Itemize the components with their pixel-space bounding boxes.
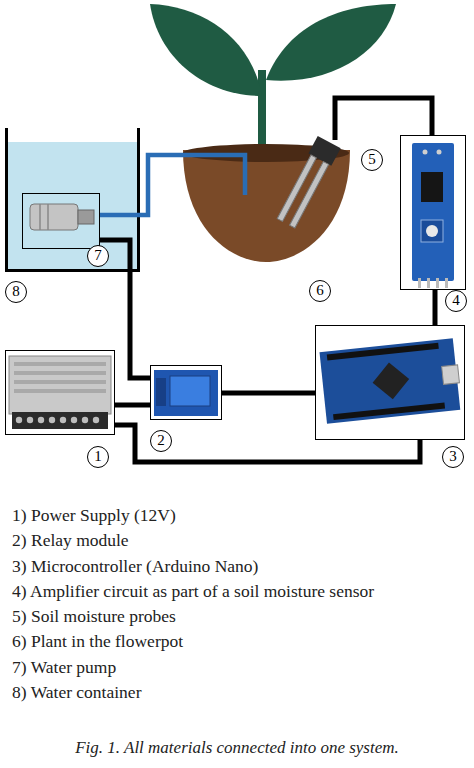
signal-wire bbox=[222, 391, 315, 396]
callout-number: 8 bbox=[5, 281, 27, 303]
terminal-screw bbox=[38, 417, 44, 423]
parts-list-item: 6) Plant in the flowerpot bbox=[12, 629, 472, 654]
amplifier-pin bbox=[445, 278, 448, 288]
callout-number: 1 bbox=[87, 446, 109, 468]
amplifier-pin bbox=[436, 278, 439, 288]
terminal-screw bbox=[60, 417, 66, 423]
amplifier-pot bbox=[421, 220, 443, 242]
pot-soil bbox=[183, 144, 349, 162]
power-wire bbox=[115, 425, 420, 462]
power-supply-box: 1 bbox=[5, 350, 115, 435]
parts-list: 1) Power Supply (12V)2) Relay module3) M… bbox=[12, 503, 472, 705]
terminal-screw bbox=[82, 417, 88, 423]
power-supply-case bbox=[9, 356, 111, 414]
power-wire bbox=[115, 403, 150, 408]
relay-cube bbox=[170, 376, 210, 406]
plant-leaf bbox=[266, 4, 396, 81]
illustration-layer bbox=[0, 0, 474, 500]
microcontroller-box: 3 bbox=[315, 325, 465, 440]
amplifier-board bbox=[412, 143, 454, 281]
case-vent bbox=[14, 362, 106, 366]
pump-nozzle bbox=[78, 210, 94, 224]
water-container: 78 bbox=[5, 128, 140, 272]
parts-list-item: 2) Relay module bbox=[12, 528, 472, 553]
parts-list-item: 1) Power Supply (12V) bbox=[12, 503, 472, 528]
amplifier-pin bbox=[427, 278, 430, 288]
signal-wire bbox=[433, 290, 438, 325]
amplifier-chip bbox=[421, 172, 443, 202]
probe-prong bbox=[290, 162, 329, 228]
relay-board bbox=[154, 370, 218, 416]
terminal-screw bbox=[71, 417, 77, 423]
case-vent bbox=[14, 371, 106, 375]
water-pipe bbox=[100, 155, 245, 215]
callout-number: 7 bbox=[87, 245, 109, 267]
plant-stem bbox=[258, 70, 266, 160]
pump-rib bbox=[47, 204, 49, 230]
usb-port bbox=[442, 365, 460, 385]
signal-wire bbox=[335, 98, 432, 140]
figure-caption: Fig. 1. All materials connected into one… bbox=[0, 737, 474, 759]
callout-number: 6 bbox=[309, 280, 331, 302]
terminal-screw bbox=[93, 417, 99, 423]
arduino-chip bbox=[373, 363, 410, 400]
relay-terminal bbox=[156, 378, 166, 406]
pump-box: 7 bbox=[22, 193, 100, 249]
amplifier-pot-knob bbox=[426, 225, 438, 237]
arduino-board bbox=[319, 338, 462, 424]
parts-list-item: 5) Soil moisture probes bbox=[12, 604, 472, 629]
node-layer: 78654123 bbox=[0, 0, 474, 500]
amplifier-box: 4 bbox=[400, 135, 466, 290]
probe-head bbox=[308, 136, 340, 166]
relay-box: 2 bbox=[150, 365, 222, 420]
moisture-probe bbox=[275, 136, 341, 229]
header-pins bbox=[327, 343, 439, 361]
flower-pot bbox=[183, 150, 350, 262]
wire-layer bbox=[0, 0, 474, 500]
callout-number: 3 bbox=[442, 446, 464, 468]
probe-group: 5 bbox=[295, 140, 350, 235]
amplifier-pin-hole bbox=[437, 150, 442, 155]
pump-body bbox=[30, 204, 78, 230]
terminal-screw bbox=[16, 417, 22, 423]
amplifier-pin-hole bbox=[423, 150, 428, 155]
parts-list-item: 3) Microcontroller (Arduino Nano) bbox=[12, 554, 472, 579]
terminal-screw bbox=[49, 417, 55, 423]
terminal-screw bbox=[27, 417, 33, 423]
amplifier-pin bbox=[418, 278, 421, 288]
parts-list-item: 8) Water container bbox=[12, 680, 472, 705]
arduino-pcb bbox=[319, 338, 460, 424]
plant-leaf bbox=[150, 4, 262, 96]
parts-list-item: 4) Amplifier circuit as part of a soil m… bbox=[12, 579, 472, 604]
power-wire bbox=[100, 240, 150, 378]
header-pins bbox=[333, 402, 445, 420]
terminal-block bbox=[12, 412, 108, 429]
callout-number: 5 bbox=[361, 149, 383, 171]
plant-pot: 6 bbox=[185, 195, 350, 263]
parts-list-item: 7) Water pump bbox=[12, 655, 472, 680]
probe-prong bbox=[277, 155, 316, 221]
pump-rib bbox=[39, 204, 41, 230]
case-vent bbox=[14, 389, 106, 393]
callout-number: 2 bbox=[150, 430, 172, 452]
case-vent bbox=[14, 380, 106, 384]
callout-number: 4 bbox=[445, 290, 467, 312]
